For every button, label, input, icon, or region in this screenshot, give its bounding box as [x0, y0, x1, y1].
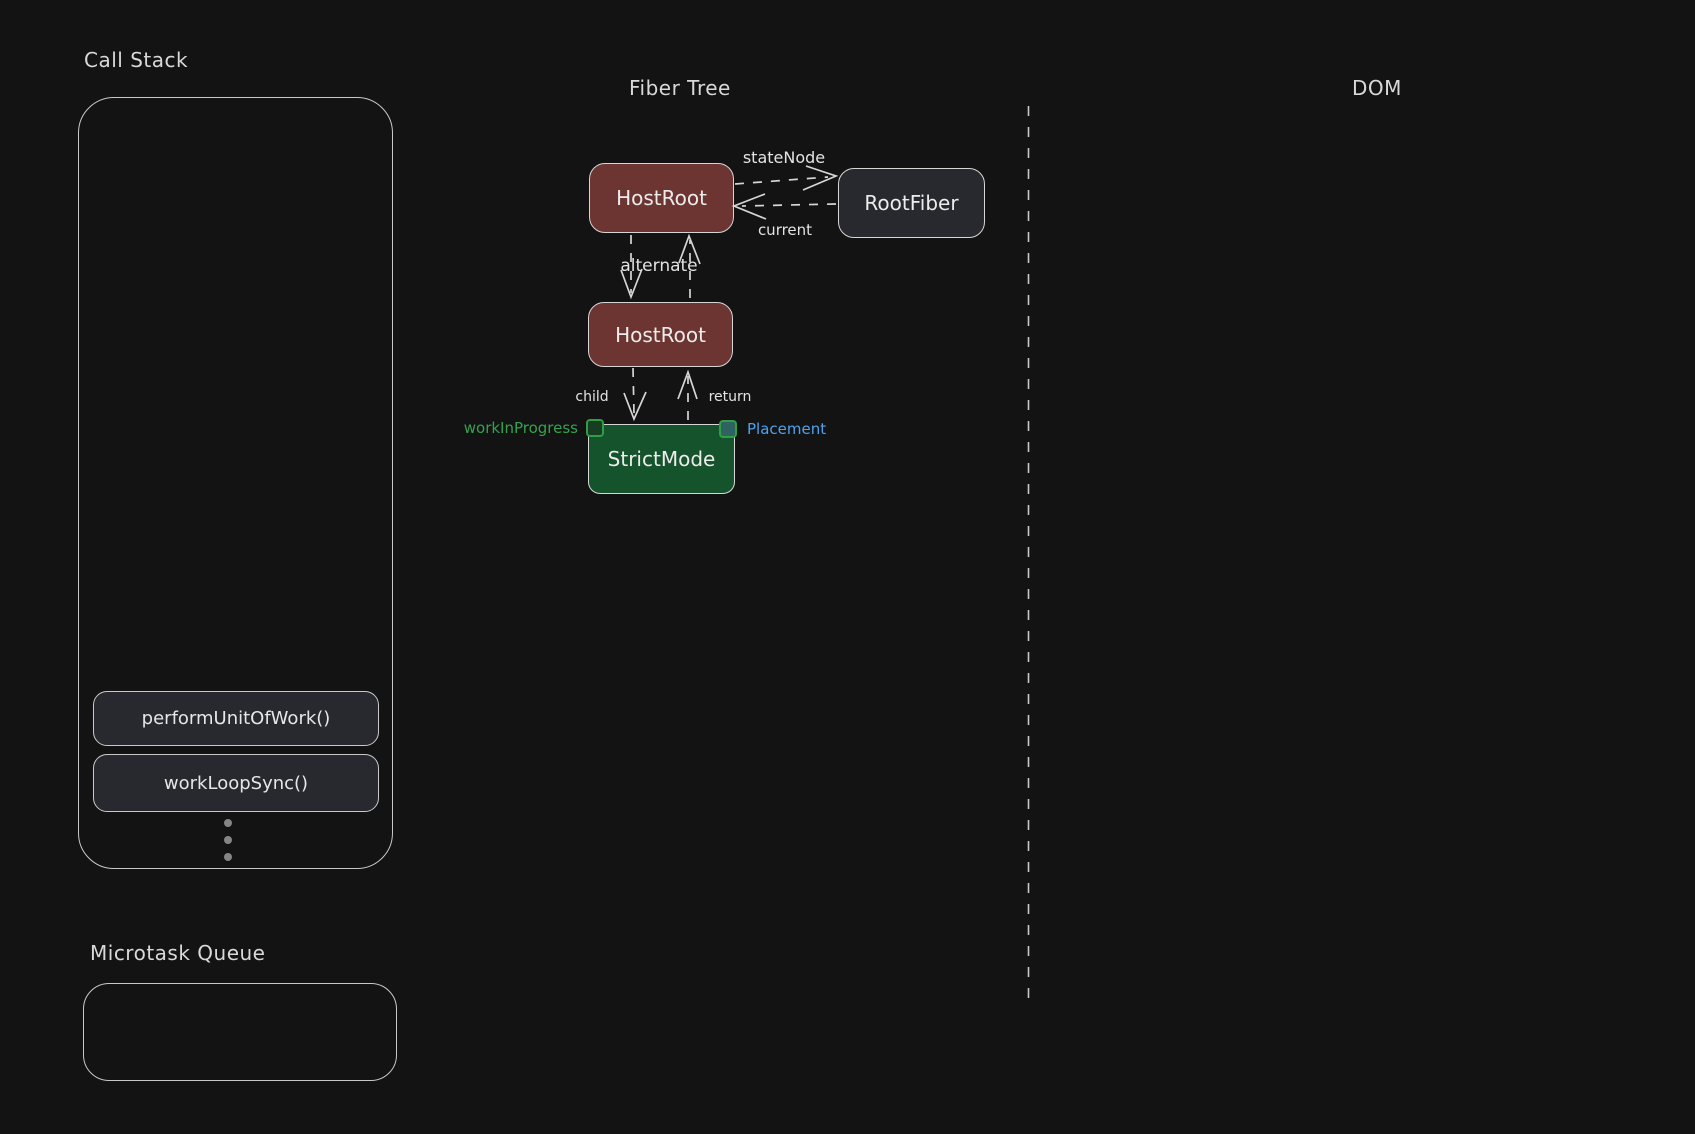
fiber-tree-title: Fiber Tree: [629, 76, 731, 100]
microtask-queue-container[interactable]: [83, 983, 397, 1081]
edge-label-return: return: [708, 389, 752, 405]
node-root-fiber[interactable]: RootFiber: [838, 168, 985, 238]
stack-frame-label: workLoopSync(): [163, 772, 309, 794]
work-in-progress-marker-icon[interactable]: [586, 419, 604, 437]
call-stack-title: Call Stack: [84, 48, 189, 72]
stack-frame-perform-unit-of-work[interactable]: performUnitOfWork(): [93, 691, 379, 746]
edge-label-alternate: alternate: [620, 256, 698, 276]
stack-ellipsis-icon: [224, 819, 232, 861]
stack-frame-work-loop-sync[interactable]: workLoopSync(): [93, 754, 379, 812]
state-node-arrow: [734, 165, 839, 191]
microtask-queue-title: Microtask Queue: [90, 941, 266, 965]
node-label: HostRoot: [615, 322, 706, 347]
node-label: StrictMode: [607, 447, 716, 471]
dom-title: DOM: [1352, 76, 1402, 100]
node-label: RootFiber: [864, 191, 959, 215]
current-arrow: [731, 193, 837, 220]
stack-frame-label: performUnitOfWork(): [141, 708, 331, 729]
node-host-root-current[interactable]: HostRoot: [589, 163, 734, 233]
node-label: HostRoot: [616, 186, 707, 210]
call-stack-container[interactable]: [78, 97, 393, 869]
node-strict-mode[interactable]: StrictMode: [588, 424, 735, 494]
placement-label: Placement: [747, 420, 827, 438]
work-in-progress-label: workInProgress: [463, 419, 578, 437]
return-arrow: [677, 369, 698, 420]
edge-label-state-node: stateNode: [742, 148, 826, 167]
child-arrow: [623, 367, 647, 422]
placement-marker-icon[interactable]: [719, 420, 737, 438]
edge-label-current: current: [757, 221, 813, 239]
edge-label-child: child: [575, 389, 609, 405]
node-host-root-wip[interactable]: HostRoot: [588, 302, 733, 367]
